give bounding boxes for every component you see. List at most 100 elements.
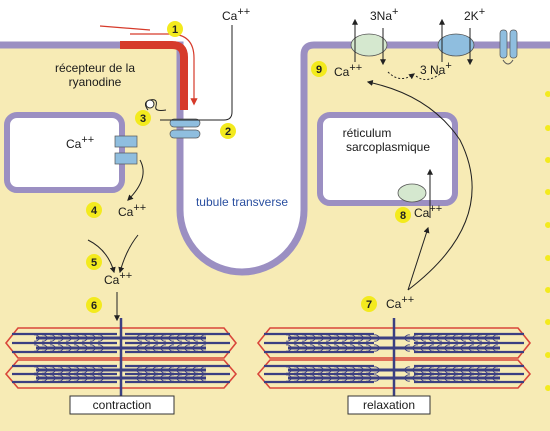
potassium-channel <box>499 29 518 65</box>
tubule-label: tubule transverse <box>196 195 288 209</box>
myosin-head <box>427 374 435 382</box>
left-reticulum <box>4 112 125 193</box>
myosin-head <box>451 344 459 352</box>
myosin-head <box>325 366 333 374</box>
ca-step8-label: Ca <box>414 206 430 220</box>
myosin-head <box>143 366 151 374</box>
myosin-head <box>167 334 175 342</box>
myosin-head <box>89 374 97 382</box>
myosin-head <box>475 344 483 352</box>
myosin-head <box>491 366 499 374</box>
myosin-head <box>435 344 443 352</box>
myosin-head <box>325 374 333 382</box>
myosin-head <box>435 374 443 382</box>
svg-text:3 Na+: 3 Na+ <box>420 60 452 77</box>
myosin-head <box>403 374 411 382</box>
depolarization-segment <box>120 41 188 110</box>
na-small-label: 3 Na <box>420 63 446 77</box>
myosin-head <box>467 334 475 342</box>
myosin-head <box>97 366 105 374</box>
reticulum-label-1: réticulum <box>343 126 392 140</box>
myosin-head <box>349 334 357 342</box>
ca-step4-sup: ++ <box>133 202 146 214</box>
myosin-head <box>403 366 411 374</box>
ca-to-reticulum <box>407 226 430 291</box>
ryanodine-label-1: récepteur de la <box>55 61 135 75</box>
contraction-label: contraction <box>93 398 152 412</box>
reticulum-label-2: sarcoplasmique <box>346 140 430 154</box>
myosin-head <box>349 344 357 352</box>
myosin-head <box>459 334 467 342</box>
myosin-head <box>459 366 467 374</box>
ca-entry-path <box>160 25 233 121</box>
na-label: 3Na <box>370 9 392 23</box>
svg-text:Ca++: Ca++ <box>222 6 250 23</box>
myosin-head <box>435 334 443 342</box>
myosin-head <box>65 334 73 342</box>
myosin-head <box>159 366 167 374</box>
na-k-pump <box>437 33 475 57</box>
myosin-head <box>175 344 183 352</box>
ca-step7-label: Ca <box>386 297 402 311</box>
myosin-head <box>151 366 159 374</box>
myosin-head <box>411 374 419 382</box>
relaxation-label: relaxation <box>363 398 415 412</box>
myosin-head <box>491 374 499 382</box>
myosin-head <box>97 374 105 382</box>
myosin-head <box>419 374 427 382</box>
myosin-head <box>427 334 435 342</box>
na-exchange-curve-2 <box>415 73 441 80</box>
dhp-receptor-upper <box>169 118 201 128</box>
ca-step5-label: Ca <box>104 273 120 287</box>
myosin-head <box>341 334 349 342</box>
myosin-head <box>491 344 499 352</box>
sarcomere-outline <box>256 327 532 359</box>
ca-to-membrane <box>366 80 473 291</box>
myosin-head <box>57 366 65 374</box>
myosin-head <box>427 366 435 374</box>
myosin-head <box>373 344 381 352</box>
myosin-head <box>357 374 365 382</box>
ryanodine-label-2: ryanodine <box>69 75 122 89</box>
myosin-head <box>317 366 325 374</box>
ca-step7-sup: ++ <box>401 294 414 306</box>
myosin-head <box>365 334 373 342</box>
myosin-head <box>341 366 349 374</box>
myosin-head <box>373 374 381 382</box>
myosin-head <box>467 366 475 374</box>
myosin-head <box>159 374 167 382</box>
myosin-head <box>483 374 491 382</box>
myosin-head <box>73 366 81 374</box>
myosin-head <box>365 344 373 352</box>
myosin-head <box>357 344 365 352</box>
sarcomere-outline <box>4 359 238 389</box>
myosin-head <box>411 334 419 342</box>
myosin-head <box>159 334 167 342</box>
myosin-head <box>411 344 419 352</box>
myosin-head <box>357 334 365 342</box>
myosin-head <box>443 334 451 342</box>
myosin-head <box>199 366 207 374</box>
svg-text:Ca++: Ca++ <box>414 203 442 220</box>
myosin-head <box>49 334 57 342</box>
myosin-head <box>167 374 175 382</box>
myosin-head <box>317 334 325 342</box>
svg-text:Ca++: Ca++ <box>104 270 132 287</box>
myosin-head <box>167 344 175 352</box>
myosin-head <box>333 366 341 374</box>
svg-text:Ca++: Ca++ <box>66 134 94 151</box>
myosin-head <box>81 374 89 382</box>
svg-text:Ca++: Ca++ <box>386 294 414 311</box>
myosin-head <box>33 344 41 352</box>
myosin-head <box>191 344 199 352</box>
myosin-head <box>57 334 65 342</box>
myosin-head <box>419 366 427 374</box>
myosin-head <box>365 374 373 382</box>
myosin-head <box>459 374 467 382</box>
step-4: 4 <box>91 205 98 217</box>
myosin-head <box>483 344 491 352</box>
myosin-head <box>49 366 57 374</box>
myosin-head <box>403 334 411 342</box>
myosin-head <box>167 366 175 374</box>
